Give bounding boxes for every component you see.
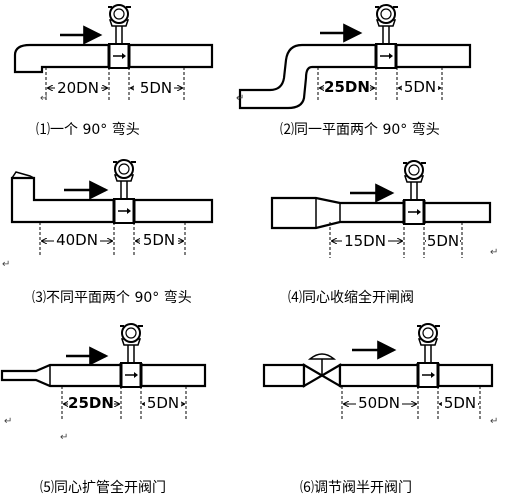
- downstream-label: 5DN: [427, 232, 459, 250]
- panel-4: 15DN 5DN ⑷同心收缩全开闸阀: [270, 159, 492, 306]
- upstream-label: 20DN: [57, 79, 99, 97]
- flowmeter: [118, 322, 145, 389]
- flowmeter: [373, 3, 400, 70]
- pipe-inlet: [262, 363, 306, 388]
- caption: ⑴一个 90° 弯头: [36, 121, 140, 138]
- pipe-double-elbow: [238, 43, 472, 110]
- paragraph-mark: ↵: [4, 416, 12, 427]
- pipe-3d-elbow: [10, 176, 214, 224]
- panel-6: 50DN 5DN ⑹调节阀半开阀门: [262, 322, 494, 496]
- caption: ⑹调节阀半开阀门: [300, 480, 412, 496]
- panel-3: 40DN 5DN ⑶不同平面两个 90° 弯头: [10, 158, 214, 306]
- pipe-reducer: [270, 196, 492, 230]
- downstream-label: 5DN: [147, 394, 179, 412]
- upstream-label: 40DN: [56, 231, 98, 249]
- flowmeter: [401, 159, 428, 226]
- downstream-label: 5DN: [143, 231, 175, 249]
- upstream-label: 25DN: [324, 78, 370, 96]
- upstream-label: 25DN: [68, 394, 114, 412]
- paragraph-mark: ↵: [60, 432, 68, 443]
- paragraph-mark: ↵: [490, 247, 498, 258]
- pipe-expander: [0, 363, 207, 388]
- panel-1: 20DN 5DN ⑴一个 90° 弯头: [13, 3, 214, 138]
- panel-5: 25DN 5DN ⑸同心扩管全开阀门: [0, 322, 207, 496]
- panel-2: 25DN 5DN ⑵同一平面两个 90° 弯头: [238, 3, 472, 138]
- pipe-outlet: [338, 363, 494, 388]
- flowmeter: [106, 3, 133, 70]
- flowmeter: [415, 322, 442, 389]
- caption: ⑵同一平面两个 90° 弯头: [280, 121, 440, 138]
- upstream-label: 50DN: [358, 394, 400, 412]
- flowmeter: [111, 158, 138, 225]
- upstream-label: 15DN: [344, 232, 386, 250]
- caption: ⑷同心收缩全开闸阀: [288, 289, 414, 306]
- paragraph-mark: ↵: [236, 93, 244, 104]
- paragraph-mark: ↵: [2, 259, 10, 270]
- paragraph-mark: ↵: [490, 416, 498, 427]
- caption: ⑸同心扩管全开阀门: [40, 479, 166, 496]
- downstream-label: 5DN: [404, 78, 436, 96]
- downstream-label: 5DN: [444, 394, 476, 412]
- paragraph-mark: ↵: [40, 93, 48, 104]
- caption: ⑶不同平面两个 90° 弯头: [32, 289, 192, 306]
- downstream-label: 5DN: [140, 79, 172, 97]
